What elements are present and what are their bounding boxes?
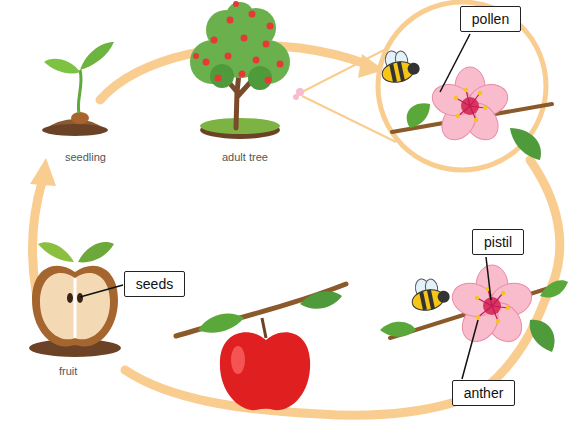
- callout-box: pollen: [460, 6, 521, 32]
- stage-label: seedling: [65, 150, 106, 164]
- leader-line: [80, 34, 491, 379]
- callout-box: seeds: [124, 271, 185, 297]
- stage-label: fruit: [59, 364, 77, 378]
- tree-figure: [190, 1, 304, 139]
- flower-figure: [378, 46, 552, 160]
- callout-label: pistil: [484, 233, 512, 251]
- apple-figure: [176, 284, 346, 410]
- callout-box: pistil: [472, 229, 524, 255]
- callout-box: anther: [452, 380, 515, 406]
- callout-label: pollen: [472, 10, 509, 28]
- callout-label: seeds: [136, 275, 173, 293]
- arrow-head: [30, 158, 56, 186]
- callout-label: anther: [464, 384, 504, 402]
- seedling-figure: [42, 42, 114, 136]
- zoom-circle: [378, 2, 546, 170]
- fruit-figure: [29, 242, 121, 357]
- flower-figure: [380, 265, 568, 352]
- stage-label: adult tree: [222, 150, 268, 164]
- cycle-arrow: [33, 46, 560, 415]
